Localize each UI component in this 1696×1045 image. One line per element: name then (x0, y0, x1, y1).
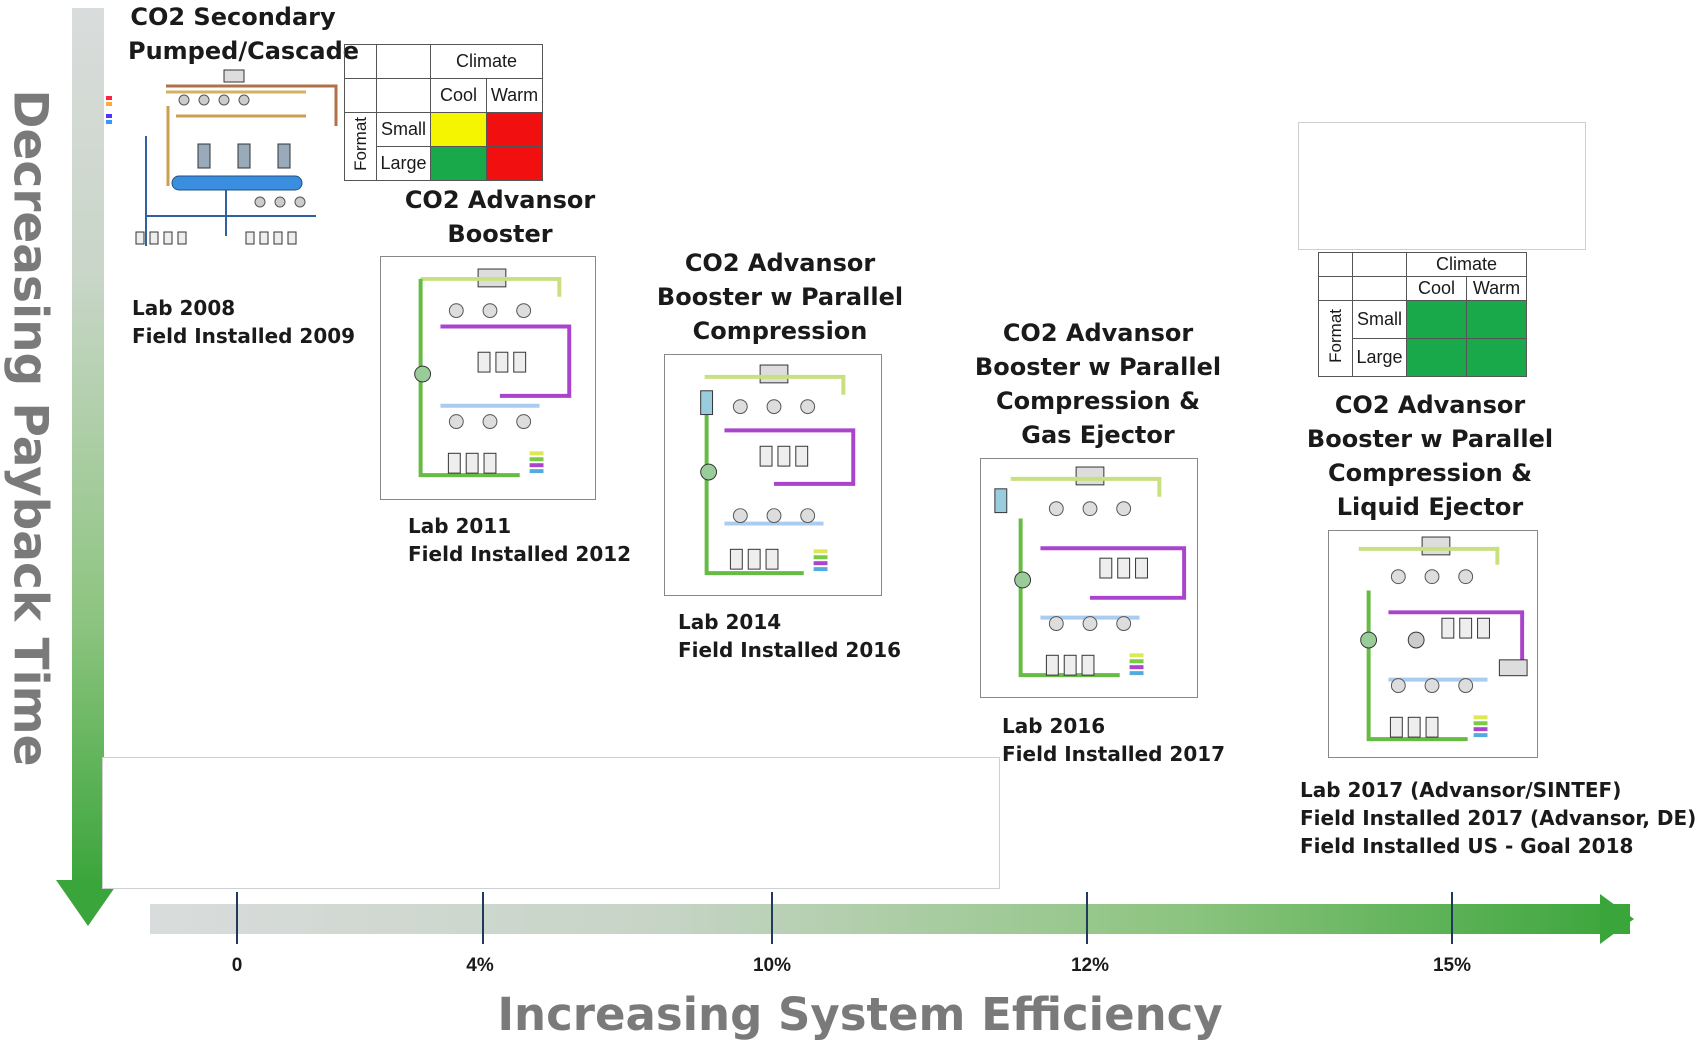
blank-region (1298, 122, 1586, 250)
x-tick-label: 4% (466, 955, 494, 976)
matrix-climate-header: Climate (1406, 252, 1527, 277)
matrix-format-header: Format (1318, 300, 1353, 377)
y-axis-label: Decreasing Payback Time (2, 89, 58, 767)
matrix-row-small: Small (1352, 300, 1407, 339)
matrix-col-cool: Cool (1406, 276, 1467, 301)
matrix-cell (430, 146, 487, 181)
x-tick (482, 892, 484, 944)
stage-5-caption: Lab 2017 (Advansor/SINTEF)Field Installe… (1300, 778, 1696, 858)
blank-region (102, 757, 1000, 889)
matrix-col-warm: Warm (486, 78, 543, 113)
x-tick-label: 15% (1432, 955, 1472, 976)
matrix-col-cool: Cool (430, 78, 487, 113)
x-axis-arrow (150, 904, 1630, 934)
stage-1-system-diagram (106, 66, 370, 278)
x-axis-label: Increasing System Efficiency (497, 988, 1223, 1041)
matrix-col-warm: Warm (1466, 276, 1527, 301)
matrix-cell (486, 146, 543, 181)
matrix-cell (430, 112, 487, 147)
stage-4-system-diagram (980, 458, 1198, 698)
matrix-cell (1466, 338, 1527, 377)
stage-2-system-diagram (380, 256, 596, 500)
stage-5-system-diagram (1328, 530, 1538, 758)
matrix-row-small: Small (376, 112, 431, 147)
matrix-cell (1466, 300, 1527, 339)
y-axis-arrow (72, 8, 104, 888)
x-tick-label: 12% (1070, 955, 1110, 976)
x-axis-arrowhead (1600, 894, 1634, 944)
matrix-row-large: Large (1352, 338, 1407, 377)
x-tick (236, 892, 238, 944)
matrix-format-header: Format (344, 112, 377, 181)
matrix-cell (1406, 338, 1467, 377)
matrix-climate-header: Climate (430, 44, 543, 79)
x-tick-label: 10% (752, 955, 792, 976)
x-tick-label: 0 (231, 955, 243, 976)
stage-3-system-diagram (664, 354, 882, 596)
matrix-row-large: Large (376, 146, 431, 181)
x-tick (1086, 892, 1088, 944)
matrix-cell (1406, 300, 1467, 339)
x-tick (771, 892, 773, 944)
x-tick (1451, 892, 1453, 944)
matrix-cell (486, 112, 543, 147)
